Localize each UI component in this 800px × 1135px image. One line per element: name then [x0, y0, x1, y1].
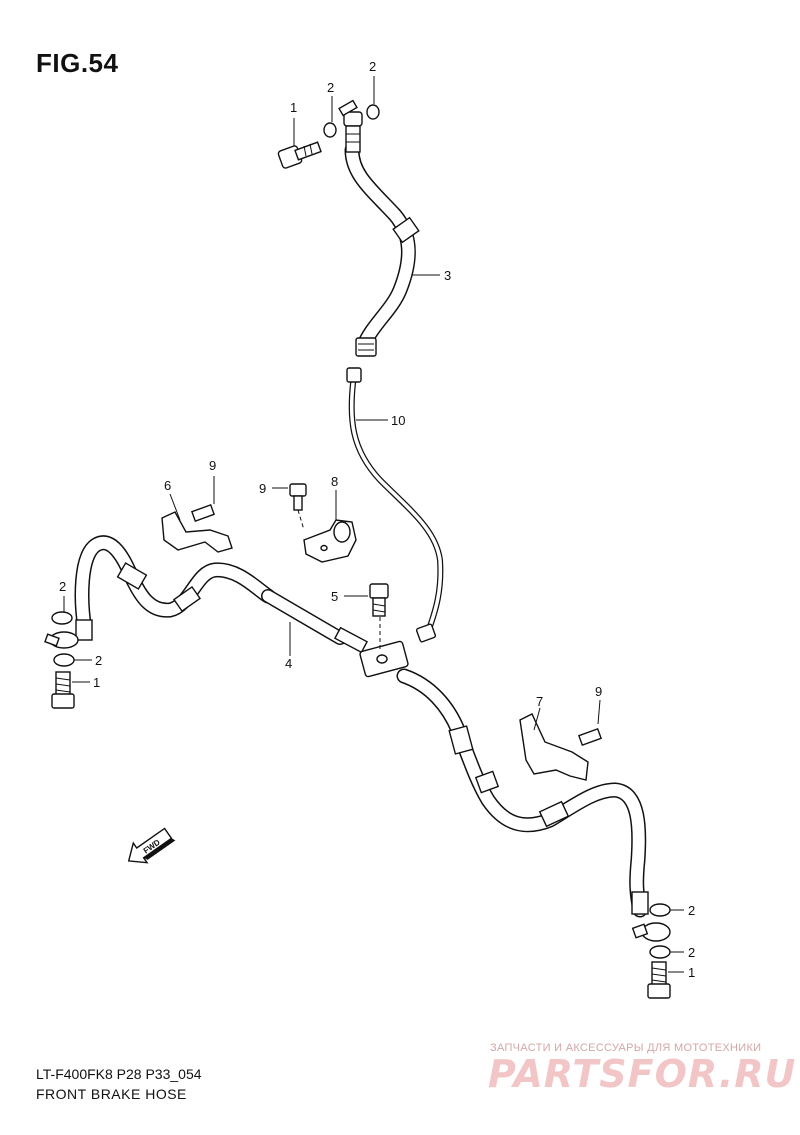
callout-2-left-lower: 2 — [95, 653, 102, 668]
brake-pipe[interactable] — [346, 367, 444, 643]
callout-9-left: 9 — [209, 458, 216, 473]
model-code: LT-F400FK8 P28 P33_054 — [36, 1066, 202, 1082]
callout-3: 3 — [444, 268, 451, 283]
callout-10: 10 — [391, 413, 405, 428]
callout-1-right: 1 — [688, 965, 695, 980]
upper-brake-hose[interactable] — [338, 99, 420, 357]
washer-right-lower[interactable] — [649, 945, 671, 959]
front-brake-hose-right[interactable] — [396, 668, 671, 942]
brake-hose-joint[interactable] — [359, 610, 409, 678]
callout-1-left: 1 — [93, 675, 100, 690]
front-brake-hose-left[interactable] — [44, 535, 369, 654]
callout-2-right-upper: 2 — [688, 903, 695, 918]
callout-1-top: 1 — [290, 100, 297, 115]
hose-clamp-right[interactable] — [519, 713, 603, 781]
callout-6: 6 — [164, 478, 171, 493]
joint-bolt[interactable] — [369, 583, 389, 617]
pipe-clamp[interactable] — [303, 519, 357, 563]
callout-9-mid: 9 — [259, 481, 266, 496]
union-bolt-top[interactable] — [277, 141, 322, 169]
clamp-bolt-mid[interactable] — [289, 483, 307, 531]
callout-8: 8 — [331, 474, 338, 489]
washer-left-upper[interactable] — [51, 611, 73, 625]
figure-name: FRONT BRAKE HOSE — [36, 1086, 187, 1102]
fwd-arrow-icon: FWD — [127, 827, 176, 864]
union-bolt-left[interactable] — [51, 671, 75, 709]
washer-top-left[interactable] — [323, 122, 337, 138]
callout-7: 7 — [536, 694, 543, 709]
washer-left-lower[interactable] — [53, 653, 75, 667]
washer-top-right[interactable] — [366, 104, 380, 120]
callout-2-top-left: 2 — [327, 80, 334, 95]
hose-clamp-left[interactable] — [161, 503, 233, 553]
callout-2-right-lower: 2 — [688, 945, 695, 960]
union-bolt-right[interactable] — [647, 961, 671, 999]
callout-9-right: 9 — [595, 684, 602, 699]
watermark-tagline: ЗАПЧАСТИ И АКСЕССУАРЫ ДЛЯ МОТОТЕХНИКИ — [490, 1042, 762, 1054]
callout-2-left-upper: 2 — [59, 579, 66, 594]
watermark-logo: PARTSFOR.RU — [488, 1052, 797, 1096]
callout-2-top-right: 2 — [369, 59, 376, 74]
callout-5: 5 — [331, 589, 338, 604]
callout-4: 4 — [285, 656, 292, 671]
washer-right-upper[interactable] — [649, 903, 671, 917]
figure-title: FIG.54 — [36, 48, 119, 78]
